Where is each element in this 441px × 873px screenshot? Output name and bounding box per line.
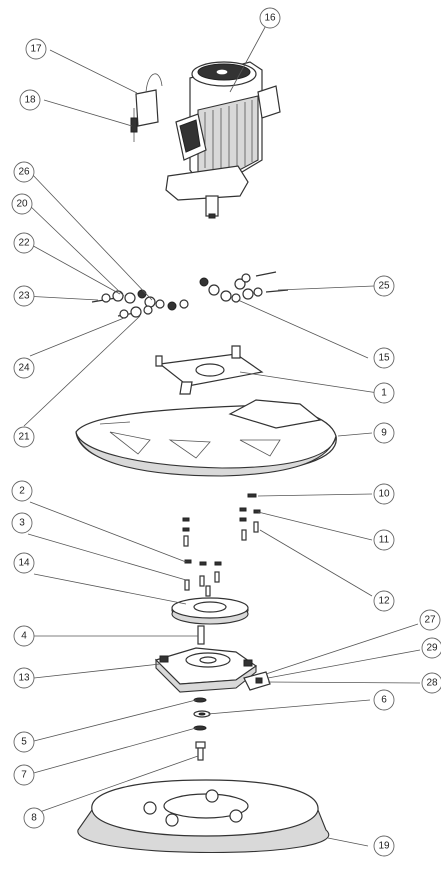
callout-25: 25	[373, 275, 395, 297]
svg-text:14: 14	[18, 558, 30, 569]
callout-10: 10	[373, 483, 395, 505]
callout-5: 5	[13, 731, 35, 753]
svg-text:23: 23	[18, 291, 30, 302]
pin	[197, 625, 205, 645]
svg-text:1: 1	[381, 388, 387, 399]
svg-text:21: 21	[18, 432, 30, 443]
svg-text:18: 18	[24, 95, 36, 106]
callout-13: 13	[13, 667, 35, 689]
left-fastener-group	[91, 289, 189, 319]
callout-7: 7	[13, 764, 35, 786]
svg-text:20: 20	[16, 199, 28, 210]
callout-16: 16	[259, 7, 281, 29]
svg-text:25: 25	[378, 281, 390, 292]
svg-text:19: 19	[378, 841, 390, 852]
ring	[171, 597, 249, 625]
callout-17: 17	[25, 38, 47, 60]
callout-9: 9	[373, 422, 395, 444]
svg-text:13: 13	[18, 673, 30, 684]
callout-15: 15	[373, 347, 395, 369]
callout-23: 23	[13, 285, 35, 307]
callout-24: 24	[13, 357, 35, 379]
svg-text:12: 12	[378, 596, 390, 607]
callout-22: 22	[13, 232, 35, 254]
svg-text:4: 4	[21, 631, 27, 642]
right-fastener-group	[199, 271, 289, 303]
svg-text:5: 5	[21, 737, 27, 748]
svg-text:28: 28	[426, 678, 438, 689]
svg-text:15: 15	[378, 353, 390, 364]
svg-text:3: 3	[19, 518, 25, 529]
leader-lines	[23, 17, 421, 847]
svg-text:9: 9	[381, 428, 387, 439]
callout-28: 28	[421, 672, 441, 694]
hub-assembly	[154, 647, 271, 693]
guard-disc	[75, 399, 337, 477]
svg-text:17: 17	[30, 44, 42, 55]
svg-text:10: 10	[378, 489, 390, 500]
callout-8: 8	[23, 807, 45, 829]
callout-20: 20	[11, 193, 33, 215]
capacitor	[130, 73, 163, 142]
callout-11: 11	[373, 529, 395, 551]
trowel-pan	[77, 779, 330, 854]
callout-4: 4	[13, 625, 35, 647]
callout-14: 14	[13, 552, 35, 574]
svg-text:26: 26	[18, 167, 30, 178]
svg-text:7: 7	[21, 770, 27, 781]
svg-text:29: 29	[426, 643, 438, 654]
svg-text:11: 11	[379, 535, 390, 546]
callout-26: 26	[13, 161, 35, 183]
callout-27: 27	[419, 609, 441, 631]
svg-text:27: 27	[424, 615, 436, 626]
washers-and-bolt	[193, 697, 211, 761]
svg-text:22: 22	[18, 238, 30, 249]
callout-21: 21	[13, 426, 35, 448]
svg-text:16: 16	[264, 13, 276, 24]
mounting-bracket	[155, 345, 264, 395]
callout-12: 12	[373, 590, 395, 612]
motor-assembly	[165, 61, 281, 219]
svg-text:6: 6	[381, 695, 387, 706]
callout-2: 2	[11, 480, 33, 502]
callout-1: 1	[373, 382, 395, 404]
callout-19: 19	[373, 835, 395, 857]
callout-29: 29	[421, 637, 441, 659]
callout-6: 6	[373, 689, 395, 711]
callout-3: 3	[11, 512, 33, 534]
small-hardware	[182, 493, 261, 597]
svg-text:8: 8	[31, 813, 37, 824]
callout-18: 18	[19, 89, 41, 111]
svg-text:2: 2	[19, 486, 25, 497]
svg-text:24: 24	[18, 363, 30, 374]
